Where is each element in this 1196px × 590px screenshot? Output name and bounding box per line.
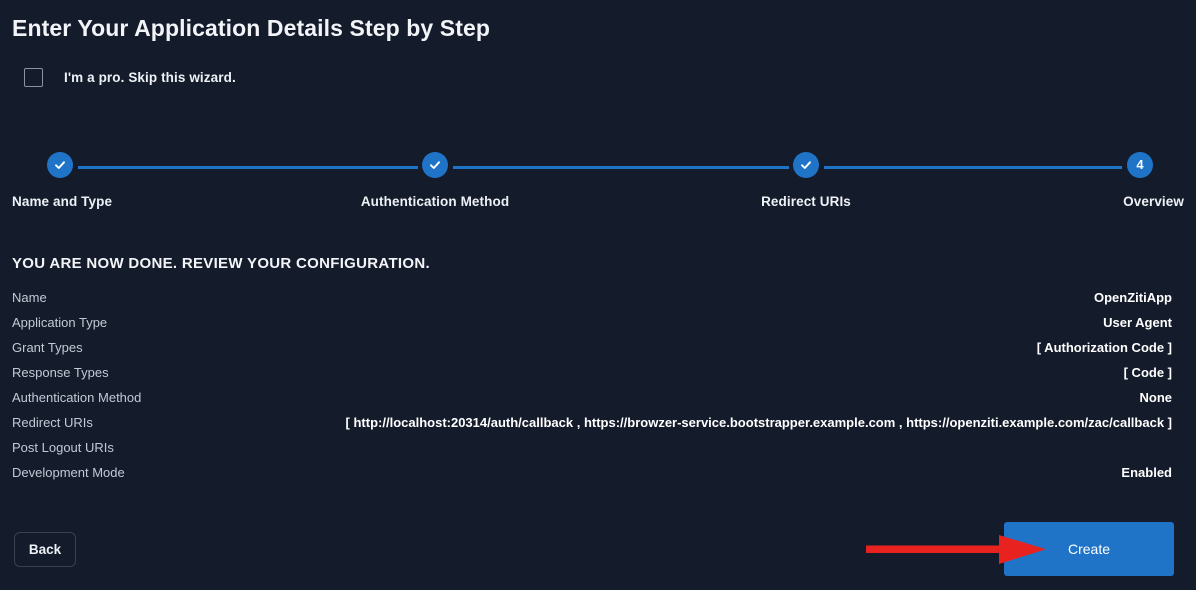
stepper-label-name-and-type: Name and Type [12,194,113,209]
summary-label: Authentication Method [12,390,142,405]
check-icon [428,158,442,172]
skip-wizard-row: I'm a pro. Skip this wizard. [24,68,236,87]
stepper-step-4[interactable]: 4 [1123,150,1157,184]
review-heading: YOU ARE NOW DONE. REVIEW YOUR CONFIGURAT… [12,255,430,272]
summary-value: User Agent [1103,315,1172,330]
step-4-circle[interactable]: 4 [1127,152,1153,178]
skip-wizard-label: I'm a pro. Skip this wizard. [64,70,236,85]
create-button[interactable]: Create [1004,522,1174,576]
stepper-label-authentication-method: Authentication Method [360,194,510,209]
summary-row-development-mode: Development Mode Enabled [12,465,1172,490]
summary-value: [ http://localhost:20314/auth/callback ,… [345,415,1172,430]
check-icon [53,158,67,172]
wizard-stepper: 4 Name and Type Authentication Method Re… [0,150,1196,220]
stepper-step-1[interactable] [43,150,77,184]
step-2-circle[interactable] [422,152,448,178]
summary-label: Redirect URIs [12,415,93,430]
step-4-number: 4 [1136,157,1144,172]
summary-row-name: Name OpenZitiApp [12,290,1172,315]
summary-value: [ Authorization Code ] [1036,340,1172,355]
page-title: Enter Your Application Details Step by S… [12,15,491,41]
summary-label: Application Type [12,315,108,330]
step-1-circle[interactable] [47,152,73,178]
summary-row-authentication-method: Authentication Method None [12,390,1172,415]
summary-row-post-logout-uris: Post Logout URIs [12,440,1172,465]
step-3-circle[interactable] [793,152,819,178]
check-icon [799,158,813,172]
summary-label: Response Types [12,365,109,380]
summary-label: Name [12,290,47,305]
back-button[interactable]: Back [14,532,76,567]
stepper-connector-2-3 [453,166,789,169]
summary-value: Enabled [1121,465,1172,480]
summary-label: Development Mode [12,465,125,480]
summary-row-response-types: Response Types [ Code ] [12,365,1172,390]
summary-label: Grant Types [12,340,83,355]
summary-row-grant-types: Grant Types [ Authorization Code ] [12,340,1172,365]
summary-row-application-type: Application Type User Agent [12,315,1172,340]
summary-value: [ Code ] [1123,365,1172,380]
stepper-connector-1-2 [78,166,418,169]
summary-value: OpenZitiApp [1094,290,1172,305]
stepper-label-overview: Overview [1123,194,1184,209]
stepper-connector-3-4 [824,166,1122,169]
stepper-label-redirect-uris: Redirect URIs [761,194,851,209]
skip-wizard-checkbox[interactable] [24,68,43,87]
stepper-step-2[interactable] [418,150,452,184]
summary-value: None [1139,390,1173,405]
stepper-step-3[interactable] [789,150,823,184]
summary-label: Post Logout URIs [12,440,114,455]
configuration-summary: Name OpenZitiApp Application Type User A… [12,290,1172,490]
summary-row-redirect-uris: Redirect URIs [ http://localhost:20314/a… [12,415,1172,440]
